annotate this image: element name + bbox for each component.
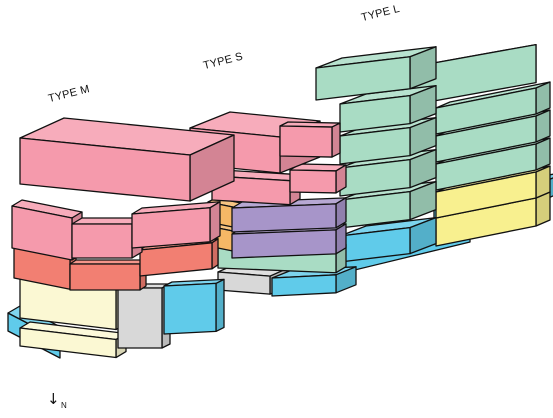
type-s-block-pink-top-b	[279, 121, 341, 158]
type-l-block-mint-l5	[315, 46, 437, 101]
type-l-block-mint-l4	[339, 84, 437, 133]
north-arrow-icon: ↓	[47, 390, 60, 408]
type-s-block-purple-2	[231, 197, 347, 233]
type-m-block-pink-top	[19, 117, 235, 202]
type-m-block-salmon-2	[69, 259, 147, 291]
type-m-block-pink-m3	[131, 201, 221, 249]
type-l-block-mint-l3	[339, 116, 437, 165]
type-m-block-cyan	[163, 278, 225, 335]
type-l-block-cyan-base	[339, 216, 437, 263]
type-m-block-salmon-3	[139, 238, 219, 277]
type-l-block-mint-r3	[435, 81, 551, 135]
type-m-block-grey	[117, 283, 171, 349]
type-m-block-cream-low	[19, 321, 127, 359]
north-label: N	[61, 401, 67, 410]
type-s-block-pink-s2	[289, 163, 347, 194]
